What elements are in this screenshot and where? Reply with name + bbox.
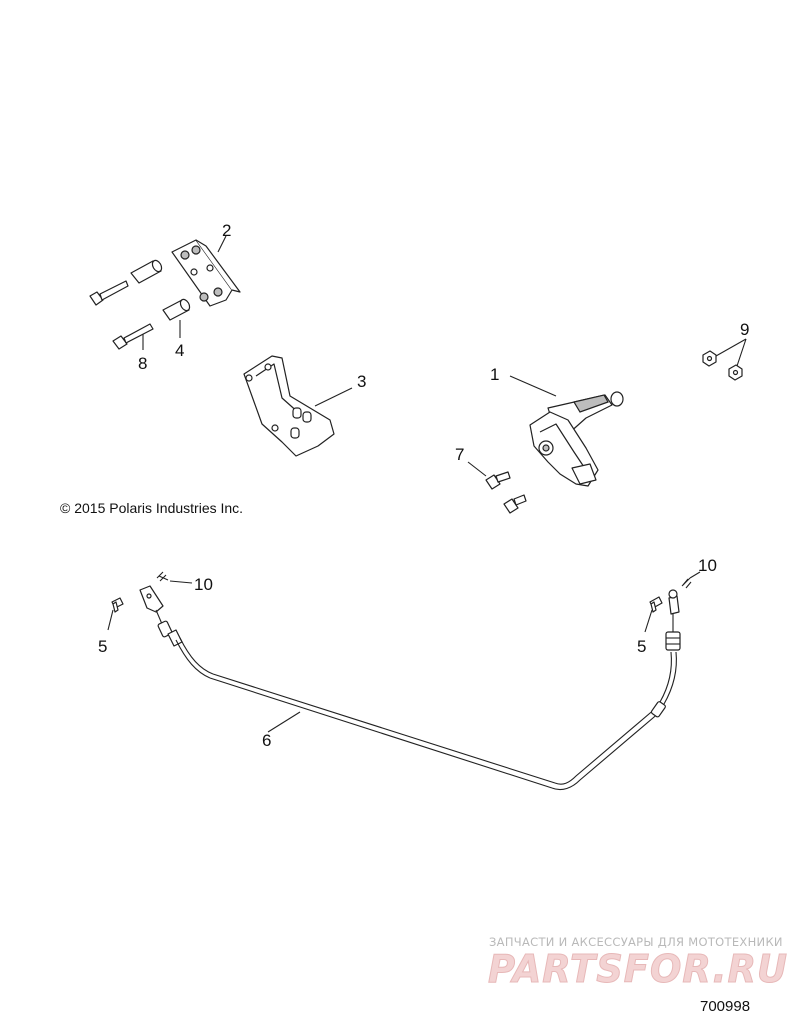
callout-5-left: 5 xyxy=(98,637,107,656)
callout-10-right: 10 xyxy=(698,556,717,575)
copyright-notice: © 2015 Polaris Industries Inc. xyxy=(60,500,243,516)
part-7-bolt-upper xyxy=(485,471,511,490)
callout-7: 7 xyxy=(455,445,464,464)
part-6-brake-cable xyxy=(139,585,681,791)
part-3-mounting-plate xyxy=(243,355,335,457)
watermark-tagline: ЗАПЧАСТИ И АКСЕССУАРЫ ДЛЯ МОТОТЕХНИКИ xyxy=(489,935,783,949)
part-10-clip-right xyxy=(681,577,692,589)
callout-9: 9 xyxy=(740,320,749,339)
callout-6: 6 xyxy=(262,731,271,750)
part-8-bolt-upper xyxy=(89,280,129,306)
part-4-spacer-lower xyxy=(162,298,191,321)
callout-2: 2 xyxy=(222,221,231,240)
callout-10-left: 10 xyxy=(194,575,213,594)
part-10-clip-left xyxy=(156,571,169,582)
part-2-pivot-bracket xyxy=(171,239,241,307)
part-4-spacer-upper xyxy=(130,259,163,284)
part-9-nut-upper xyxy=(702,350,717,367)
callout-1: 1 xyxy=(490,365,499,384)
part-7-bolt-lower xyxy=(503,494,527,514)
callout-8: 8 xyxy=(138,354,147,373)
figure-number: 700998 xyxy=(700,998,750,1015)
callout-4: 4 xyxy=(175,341,184,360)
watermark-logo: PARTSFOR.RU xyxy=(488,947,788,991)
part-5-pin-left xyxy=(111,597,124,613)
part-8-bolt-lower xyxy=(112,323,154,350)
part-1-handbrake-lever xyxy=(529,391,624,487)
callout-5-right: 5 xyxy=(637,637,646,656)
callout-3: 3 xyxy=(357,372,366,391)
part-9-nut-lower xyxy=(728,364,743,381)
part-5-pin-right xyxy=(649,596,663,613)
